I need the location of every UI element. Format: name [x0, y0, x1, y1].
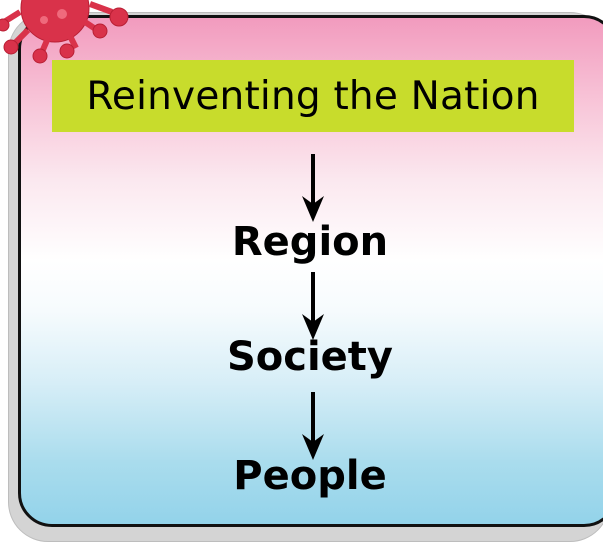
arrow-society-to-people: [302, 392, 324, 460]
arrow-title-to-region: [302, 154, 324, 222]
arrow-region-to-society: [302, 272, 324, 340]
node-region: Region: [231, 219, 389, 265]
title-box: Reinventing the Nation: [52, 60, 574, 132]
node-society: Society: [226, 334, 394, 380]
diagram-title: Reinventing the Nation: [86, 73, 540, 119]
node-people: People: [233, 453, 387, 499]
virus-icon: [0, 0, 129, 64]
